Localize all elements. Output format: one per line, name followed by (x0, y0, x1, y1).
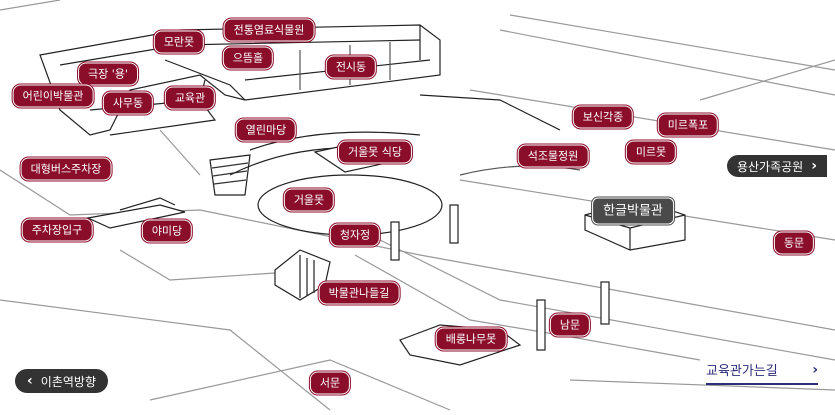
pin-cheongjajeong[interactable]: 청자정 (329, 223, 381, 247)
pin-eutteumteul[interactable]: 으뜸홀 (222, 46, 274, 70)
pin-south-gate[interactable]: 남문 (549, 313, 591, 337)
pin-bus-parking[interactable]: 대형버스주차장 (20, 157, 112, 181)
yongsan-park-direction-button[interactable]: 용산가족공원 › (726, 155, 827, 177)
education-route-label: 교육관가는길 (706, 364, 778, 379)
ichon-station-label: 이촌역방향 (40, 374, 96, 389)
pin-west-gate[interactable]: 서문 (309, 371, 351, 395)
pin-traditional-dye-garden[interactable]: 전통염료식물원 (223, 18, 315, 42)
pin-museum-trail[interactable]: 박물관나들길 (318, 281, 400, 305)
pin-hangeul-museum[interactable]: 한글박물관 (592, 197, 674, 225)
pin-mir-pond[interactable]: 미르못 (625, 140, 677, 164)
pin-east-gate[interactable]: 동문 (773, 231, 815, 255)
pin-yamidang[interactable]: 야미당 (141, 219, 193, 243)
pin-bosin-pavilion[interactable]: 보신각종 (572, 105, 634, 129)
pin-stone-garden[interactable]: 석조물정원 (517, 144, 589, 168)
pin-mirror-pond[interactable]: 거울못 (283, 188, 335, 212)
chevron-right-icon: › (812, 361, 818, 378)
pin-exhibition-hall[interactable]: 전시동 (325, 55, 377, 79)
pin-education-hall[interactable]: 교육관 (164, 86, 216, 110)
chevron-right-icon: › (811, 158, 817, 174)
pin-childrens-museum[interactable]: 어린이박물관 (12, 84, 94, 108)
education-route-link[interactable]: 교육관가는길 › (706, 360, 818, 385)
pin-office-building[interactable]: 사무동 (102, 91, 154, 115)
pin-moranmot[interactable]: 모란못 (153, 30, 205, 54)
pin-baerong-pond[interactable]: 배롱나무못 (435, 327, 507, 351)
chevron-left-icon: ‹ (27, 373, 33, 389)
pin-parking-entrance[interactable]: 주차장입구 (21, 218, 93, 242)
pin-mir-waterfall[interactable]: 미르폭포 (657, 113, 719, 137)
pin-open-plaza[interactable]: 열린마당 (235, 118, 297, 142)
ichon-station-direction-button[interactable]: ‹ 이촌역방향 (15, 369, 108, 393)
pin-theater-yong[interactable]: 극장 '용' (78, 62, 138, 86)
pin-mirror-pond-restaurant[interactable]: 거울못 식당 (337, 140, 413, 164)
yongsan-park-label: 용산가족공원 (736, 159, 804, 174)
